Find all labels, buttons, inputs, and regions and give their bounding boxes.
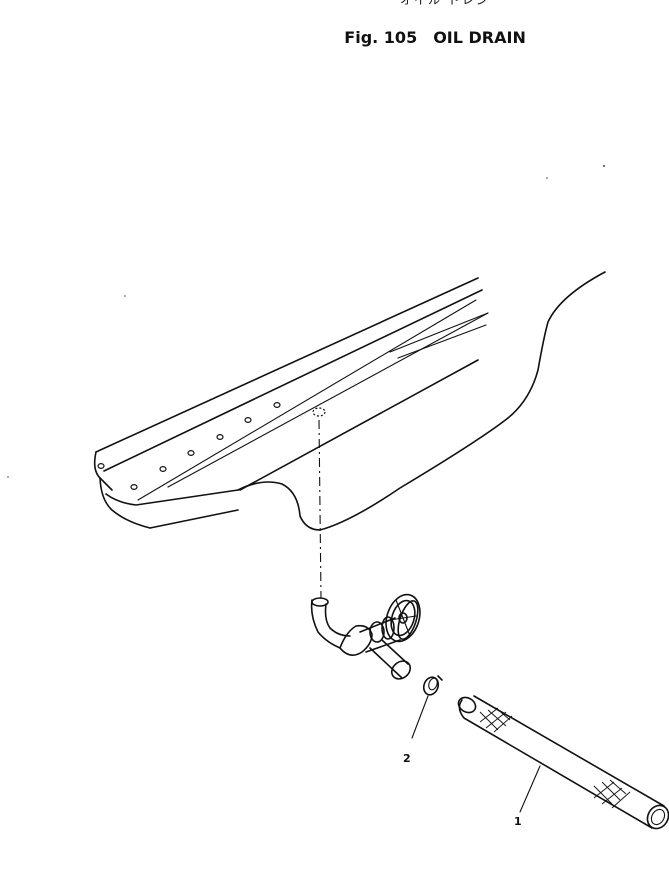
- figure-title-japanese: オイル ドレン: [400, 0, 490, 7]
- scan-specks: [7, 165, 605, 478]
- figure-title: Fig. 105 OIL DRAIN: [322, 9, 526, 66]
- figure-number: Fig. 105: [344, 28, 418, 47]
- drain-valve-assembly: [310, 593, 421, 680]
- callout-2: 2: [403, 752, 411, 765]
- oil-pan: [93, 271, 606, 531]
- callout-1: 1: [514, 815, 522, 828]
- hose-part: [457, 695, 669, 830]
- assembly-center-line: [318, 419, 322, 599]
- figure-name: OIL DRAIN: [433, 28, 526, 47]
- clamp-part: [411, 675, 443, 739]
